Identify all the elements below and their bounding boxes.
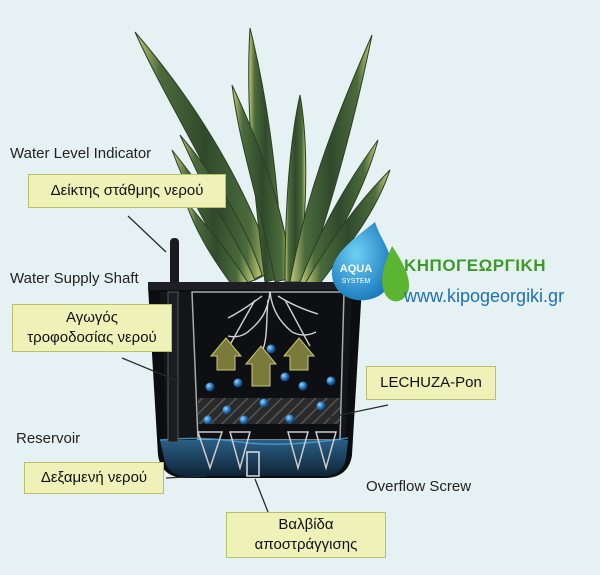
label-pon-gr: LECHUZA-Pon [366,366,496,400]
label-reservoir-gr: Δεξαμενή νερού [24,462,164,494]
leader-lines [121,215,389,513]
logo-text-aqua: AQUA [340,263,372,275]
logo-text-system: SYSTEM [342,278,371,285]
label-supply-shaft-gr-line2: τροφοδοσίας νερού [27,329,157,346]
label-supply-shaft-gr-line1: Αγωγός [65,309,119,326]
label-supply-shaft-en: Water Supply Shaft [10,270,139,287]
water-flow-arrows [209,337,316,387]
label-supply-shaft-gr: Αγωγός τροφοδοσίας νερού [12,304,172,352]
label-overflow-gr-line2: αποστράγγισης [254,536,358,553]
label-water-level-gr: Δείκτης στάθμης νερού [28,174,226,208]
label-overflow-gr: Βαλβίδα αποστράγγισης [226,512,386,558]
label-overflow-gr-line1: Βαλβίδα [278,516,334,533]
label-overflow-en: Overflow Screw [366,478,472,495]
brand-url[interactable]: www.kipogeorgiki.gr [404,286,565,306]
aqua-system-logo: AQUA SYSTEM [331,222,410,302]
brand-name: ΚΗΠΟΓΕΩΡΓΙΚΗ [404,256,547,275]
label-reservoir-en: Reservoir [16,430,81,447]
roots [227,291,319,353]
water-bubbles [203,344,336,425]
label-water-level-en: Water Level Indicator [10,145,152,162]
